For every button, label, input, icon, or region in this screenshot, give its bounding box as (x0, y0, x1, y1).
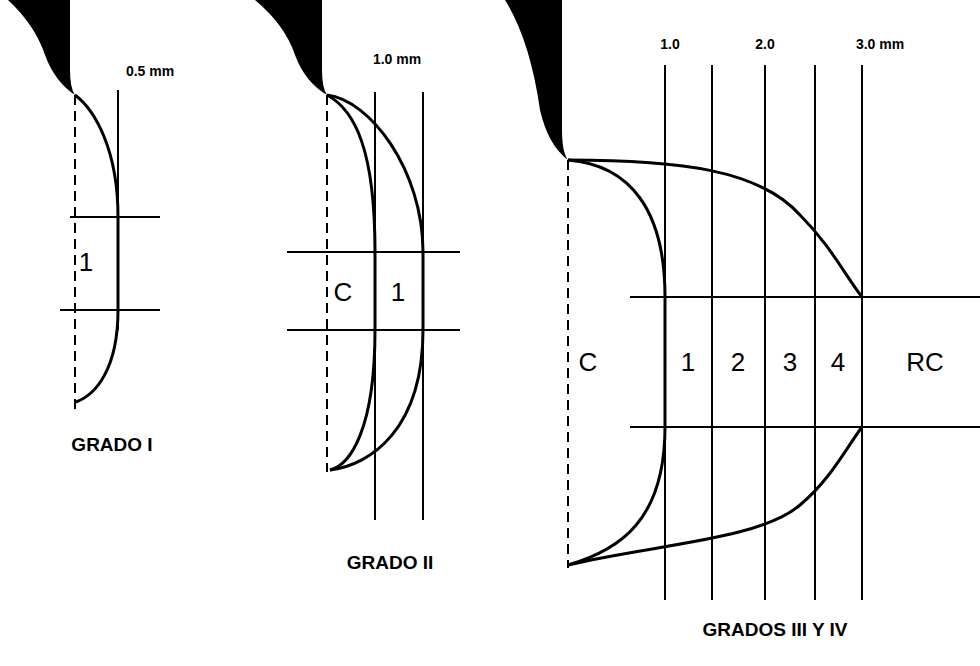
zone-letter: C (577, 348, 600, 377)
grade-title: GRADO I (69, 435, 154, 456)
dimension-label: 1.0 mm (371, 52, 423, 67)
dimension-label: 1.0 (658, 37, 681, 52)
zone-number: 1 (77, 248, 95, 277)
grade-title: GRADOS III Y IV (700, 620, 849, 641)
dimension-label: 0.5 mm (124, 64, 176, 79)
grade-title: GRADO II (345, 553, 436, 574)
zone-letter: RC (904, 348, 946, 377)
zone-number: 1 (679, 348, 697, 377)
dimension-label: 2.0 (753, 37, 776, 52)
zone-number: 3 (781, 348, 799, 377)
zone-number: 1 (389, 278, 407, 307)
zone-number: 2 (729, 348, 747, 377)
dimension-label: 3.0 mm (854, 37, 906, 52)
zone-number: 4 (829, 348, 847, 377)
zone-letter: C (332, 278, 355, 307)
